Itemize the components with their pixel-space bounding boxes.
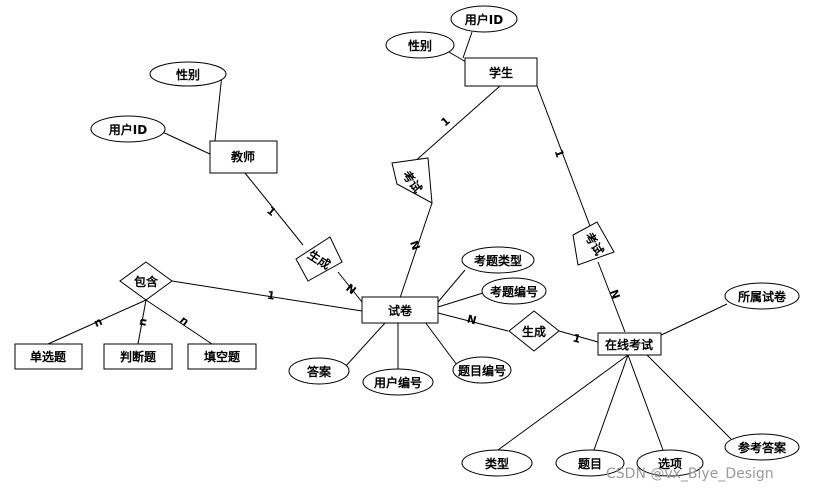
svg-text:n: n <box>136 317 150 327</box>
svg-text:用户编号: 用户编号 <box>373 375 422 390</box>
svg-text:用户ID: 用户ID <box>108 122 147 137</box>
line-exam2-online <box>597 261 626 333</box>
line-student-userid <box>462 31 473 59</box>
line-paper-gen2 <box>437 312 509 332</box>
svg-text:选项: 选项 <box>658 456 682 471</box>
attr-paper-item-no: 题目编号 <box>452 356 512 384</box>
attr-exam-paper: 所属试卷 <box>724 282 800 310</box>
svg-text:包含: 包含 <box>133 274 159 289</box>
svg-text:n: n <box>92 315 104 330</box>
attr-paper-user-no: 用户编号 <box>362 368 434 396</box>
entity-single-choice: 单选题 <box>14 343 83 370</box>
entity-student-label: 学生 <box>489 65 513 80</box>
attr-exam-option: 选项 <box>636 449 704 477</box>
svg-text:n: n <box>177 313 191 328</box>
svg-text:用户ID: 用户ID <box>464 12 503 27</box>
svg-text:生成: 生成 <box>522 324 546 339</box>
rel-paper-generates-exam: 生成 <box>508 310 560 352</box>
attr-paper-question-no: 考题编号 <box>481 277 547 305</box>
entity-student: 学生 <box>464 57 538 87</box>
rel-student-exam-online: 考试 <box>572 221 615 266</box>
entity-teacher: 教师 <box>209 140 278 174</box>
svg-text:1: 1 <box>438 114 452 129</box>
svg-text:参考答案: 参考答案 <box>738 440 787 455</box>
entity-paper: 试卷 <box>361 296 439 324</box>
entity-true-false-label: 判断题 <box>120 349 157 364</box>
entity-true-false: 判断题 <box>103 343 173 370</box>
attr-teacher-gender: 性别 <box>149 61 227 87</box>
line-online-item <box>593 354 629 451</box>
entity-single-choice-label: 单选题 <box>30 349 67 364</box>
svg-text:题目编号: 题目编号 <box>458 363 506 378</box>
attr-paper-answer: 答案 <box>288 357 350 385</box>
line-online-option <box>627 354 664 451</box>
svg-text:考题类型: 考题类型 <box>474 253 522 268</box>
svg-text:N: N <box>466 312 478 327</box>
line-online-paper <box>656 303 728 338</box>
line-teacher-gen <box>244 172 304 246</box>
line-contains-paper <box>171 280 363 312</box>
line-gen-paper <box>337 271 363 303</box>
cardinality-labels: 1 N 1 N 1 N 1 n n n N 1 <box>92 114 622 346</box>
svg-text:类型: 类型 <box>485 456 509 471</box>
watermark: CSDN @vx_Biye_Design <box>606 466 774 482</box>
line-student-exam1 <box>412 85 501 164</box>
svg-text:所属试卷: 所属试卷 <box>738 289 787 304</box>
line-online-refanswer <box>646 354 733 441</box>
svg-text:性别: 性别 <box>407 38 432 53</box>
entity-paper-label: 试卷 <box>388 303 413 318</box>
entity-fill-blank-label: 填空题 <box>204 349 241 364</box>
entity-fill-blank: 填空题 <box>187 343 257 370</box>
line-gen2-online <box>558 330 599 343</box>
entity-teacher-label: 教师 <box>230 149 255 164</box>
svg-text:1: 1 <box>552 148 567 160</box>
svg-text:N: N <box>607 288 622 301</box>
entity-online-exam-label: 在线考试 <box>605 337 653 352</box>
connector-lines <box>47 31 733 451</box>
rel-paper-contains: 包含 <box>119 261 173 301</box>
line-teacher-gender <box>213 73 223 151</box>
svg-text:性别: 性别 <box>175 67 200 82</box>
svg-text:1: 1 <box>266 289 276 303</box>
attr-exam-reference-answer: 参考答案 <box>724 433 800 461</box>
line-student-exam2 <box>536 85 591 227</box>
svg-text:N: N <box>407 239 422 252</box>
line-paper-answer <box>344 322 386 368</box>
rel-student-exam-paper: 考试 <box>391 157 433 204</box>
line-contains-fill <box>145 299 213 345</box>
svg-text:考题编号: 考题编号 <box>490 284 538 299</box>
line-paper-itemno <box>424 321 461 370</box>
line-contains-tf <box>137 299 147 345</box>
svg-text:答案: 答案 <box>307 364 332 379</box>
line-paper-qno <box>437 292 484 308</box>
line-online-type <box>497 354 629 451</box>
attr-student-gender: 性别 <box>385 31 455 59</box>
attr-exam-type: 类型 <box>461 449 533 477</box>
rel-teacher-generates-paper: 生成 <box>295 236 343 282</box>
svg-text:题目: 题目 <box>578 457 602 471</box>
line-exam1-paper <box>399 202 433 299</box>
svg-text:1: 1 <box>571 331 582 346</box>
line-teacher-userid <box>155 128 213 156</box>
line-contains-single <box>47 299 147 345</box>
line-paper-qtype <box>437 269 466 303</box>
entity-online-exam: 在线考试 <box>597 332 662 356</box>
attr-teacher-userid: 用户ID <box>90 115 166 143</box>
attr-paper-question-type: 考题类型 <box>461 246 535 274</box>
attr-student-userid: 用户ID <box>450 5 518 33</box>
attr-exam-item: 题目 <box>555 449 625 477</box>
